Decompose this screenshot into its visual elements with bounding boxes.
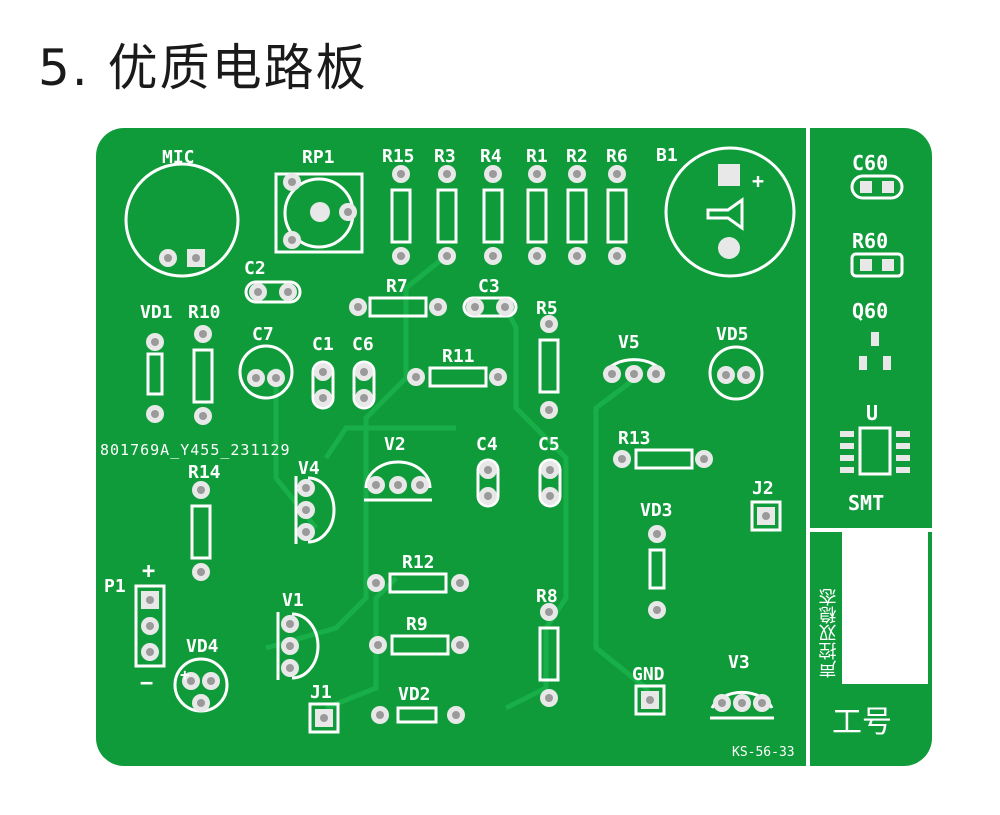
label-v2: V2: [384, 434, 406, 455]
model-number: KS-56-33: [732, 745, 795, 760]
c6-footprint: C6: [352, 334, 376, 410]
label-r4: R4: [480, 146, 502, 167]
r5-footprint: R5: [536, 298, 560, 419]
label-v5: V5: [618, 332, 640, 353]
label-r60: R60: [852, 229, 888, 253]
board-substrate: [96, 128, 932, 766]
r10-footprint: R10: [188, 302, 221, 425]
vd1-footprint: VD1: [140, 302, 173, 423]
label-r5: R5: [536, 298, 558, 319]
p1-footprint: P1 + −: [104, 559, 166, 696]
r7-footprint: R7: [349, 276, 447, 318]
r8-footprint: R8: [536, 586, 560, 707]
label-r2: R2: [566, 146, 588, 167]
label-c1: C1: [312, 334, 334, 355]
label-gnd: GND: [632, 664, 665, 685]
top-resistors: [390, 188, 628, 244]
b1-footprint: B1 +: [656, 145, 796, 278]
vd3-footprint: VD3: [640, 500, 673, 619]
c2-footprint: C2: [244, 258, 302, 304]
circuit-title: 声控双稳态: [819, 588, 840, 678]
label-r9: R9: [406, 614, 428, 635]
label-r6: R6: [606, 146, 628, 167]
label-rp1: RP1: [302, 147, 335, 168]
label-c60: C60: [852, 151, 888, 175]
label-r15: R15: [382, 146, 415, 167]
page-heading: 5. 优质电路板: [38, 39, 368, 97]
pcb-board: MIC RP1 R15 R3 R4 R1 R2 R6 B1 +: [96, 128, 932, 766]
vd2-footprint: VD2: [371, 684, 465, 724]
j2-footprint: J2: [750, 478, 782, 532]
label-vd4: VD4: [186, 636, 219, 657]
v5-footprint: V5: [602, 332, 666, 383]
j1-footprint: J1: [308, 682, 340, 734]
label-vd5: VD5: [716, 324, 749, 345]
mic-footprint: MIC: [124, 147, 240, 278]
label-b1: B1: [656, 145, 678, 166]
label-r11: R11: [442, 346, 475, 367]
worker-number-label: 工号: [832, 705, 892, 740]
r14-footprint: R14: [188, 462, 221, 581]
label-p1-plus: +: [142, 559, 155, 584]
rp1-footprint: RP1: [274, 147, 364, 254]
c1-footprint: C1: [311, 334, 335, 410]
vd4-footprint: VD4 +: [173, 636, 229, 713]
label-v1: V1: [282, 590, 304, 611]
label-vd1: VD1: [140, 302, 173, 323]
label-c5: C5: [538, 434, 560, 455]
label-r14: R14: [188, 462, 221, 483]
label-c2: C2: [244, 258, 266, 279]
label-j2: J2: [752, 478, 774, 499]
v4-footprint: V4: [294, 458, 336, 544]
r11-footprint: R11: [407, 346, 507, 388]
r13-footprint: R13: [613, 428, 713, 470]
label-r8: R8: [536, 586, 558, 607]
label-c3: C3: [478, 276, 500, 297]
label-u: U: [866, 401, 878, 425]
r9-footprint: R9: [369, 614, 469, 656]
label-c6: C6: [352, 334, 374, 355]
label-r1: R1: [526, 146, 548, 167]
label-v3: V3: [728, 652, 750, 673]
label-b1-plus: +: [752, 169, 764, 193]
label-vd4-plus: +: [180, 665, 190, 684]
label-vd3: VD3: [640, 500, 673, 521]
label-r12: R12: [402, 552, 435, 573]
label-smt: SMT: [848, 491, 884, 515]
label-mic: MIC: [162, 147, 195, 168]
c3-footprint: C3: [462, 276, 518, 318]
c7-footprint: C7: [238, 324, 294, 400]
label-area: 声控双稳态 工号: [819, 530, 928, 740]
vd5-footprint: VD5: [708, 324, 764, 401]
label-r13: R13: [618, 428, 651, 449]
label-r3: R3: [434, 146, 456, 167]
label-q60: Q60: [852, 299, 888, 323]
v3-footprint: V3: [710, 652, 774, 720]
c5-footprint: C5: [538, 434, 562, 508]
label-p1: P1: [104, 576, 126, 597]
c4-footprint: C4: [476, 434, 500, 508]
label-r7: R7: [386, 276, 408, 297]
label-p1-minus: −: [140, 671, 153, 696]
label-c4: C4: [476, 434, 498, 455]
label-r10: R10: [188, 302, 221, 323]
gnd-footprint: GND: [632, 664, 666, 716]
label-j1: J1: [310, 682, 332, 703]
label-v4: V4: [298, 458, 320, 479]
v2-footprint: V2: [364, 434, 432, 502]
label-c7: C7: [252, 324, 274, 345]
label-sticker: [842, 530, 928, 684]
v1-footprint: V1: [276, 590, 320, 680]
r12-footprint: R12: [367, 552, 469, 594]
smd-section: C60 R60 Q60 U SMT: [840, 151, 910, 515]
label-vd2: VD2: [398, 684, 431, 705]
serial-number: 801769A_Y455_231129: [100, 441, 291, 459]
